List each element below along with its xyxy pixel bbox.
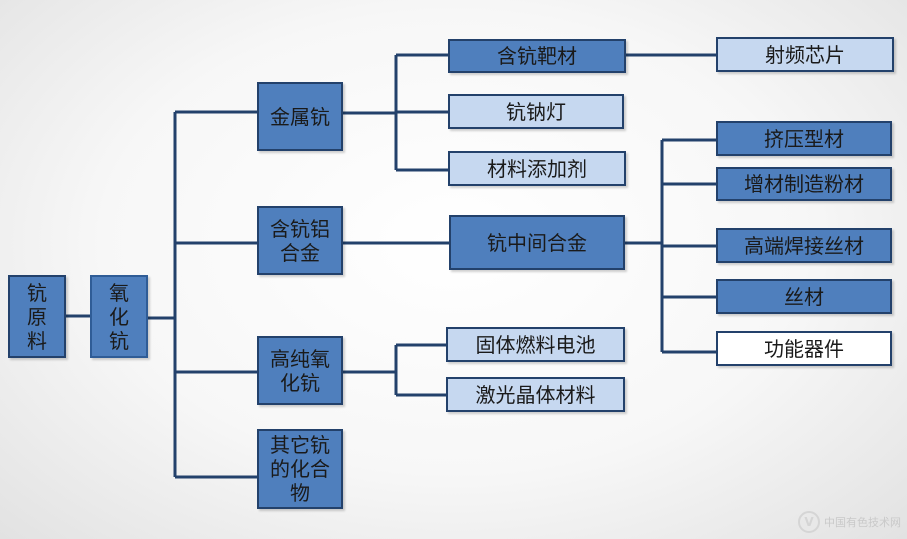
metal-scandium-box: 金属钪 (257, 82, 343, 151)
raw-material-box: 钪 原 料 (8, 275, 66, 358)
watermark: V 中国有色技术网 (798, 511, 901, 533)
watermark-logo-icon: V (798, 511, 820, 533)
other-compounds-box: 其它钪 的化合 物 (257, 429, 343, 509)
material-additive-box: 材料添加剂 (448, 151, 626, 186)
scandium-target-box: 含钪靶材 (448, 39, 626, 73)
master-alloy-box: 钪中间合金 (449, 215, 625, 270)
scandium-oxide-box: 氧 化 钪 (90, 275, 148, 358)
scandium-sodium-lamp-box: 钪钠灯 (448, 94, 624, 129)
watermark-text: 中国有色技术网 (824, 516, 901, 529)
laser-crystal-box: 激光晶体材料 (446, 377, 625, 412)
extruded-profile-box: 挤压型材 (716, 121, 892, 156)
additive-powder-box: 增材制造粉材 (716, 167, 892, 201)
solid-fuel-cell-box: 固体燃料电池 (446, 327, 625, 362)
high-purity-oxide-box: 高纯氧 化钪 (257, 336, 343, 405)
functional-device-box: 功能器件 (716, 331, 892, 366)
welding-wire-box: 高端焊接丝材 (716, 228, 892, 263)
wire-box: 丝材 (716, 279, 892, 314)
scandium-aluminum-alloy-box: 含钪铝 合金 (257, 206, 343, 275)
rf-chip-box: 射频芯片 (716, 37, 894, 72)
